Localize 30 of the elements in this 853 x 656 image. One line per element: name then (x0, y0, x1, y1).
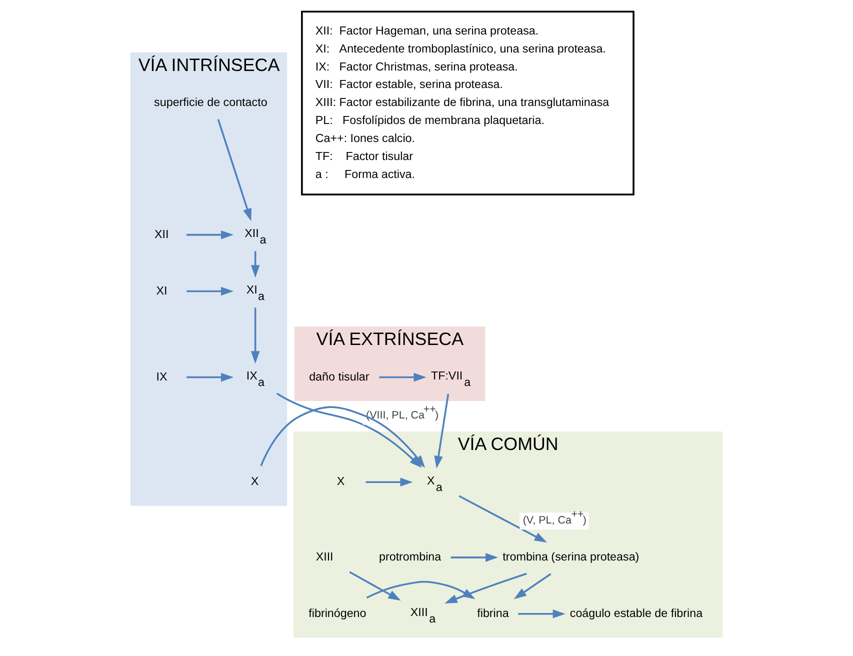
node-text: XII (154, 228, 169, 241)
arrow (518, 609, 566, 618)
node-text: fibrinógeno (308, 606, 366, 620)
node-text: X (250, 475, 259, 488)
node-text: IX (156, 370, 168, 384)
node-text: XIII (316, 550, 334, 564)
arrow (349, 571, 401, 601)
node-text: protrombina (379, 550, 442, 564)
arrow (434, 394, 450, 468)
node-text: daño tisular (309, 370, 370, 384)
node-text: X (336, 475, 345, 488)
arrow (366, 478, 413, 487)
arrow (366, 580, 476, 600)
arrow (186, 372, 234, 382)
arrow (250, 251, 260, 278)
arrow (379, 372, 426, 382)
arrow (250, 308, 260, 364)
node-text: XI (156, 284, 168, 298)
arrow (186, 286, 234, 296)
arrow (444, 572, 527, 604)
arrow (514, 573, 552, 600)
arrow (450, 553, 498, 562)
arrow (217, 119, 252, 222)
node-text: superficie de contacto (154, 96, 268, 110)
node-box: XII: Factor Hageman, una serina proteasa. XI: Antecedente tromboplastínico, una serina proteasa. IX: Factor Christmas, serina proteasa. VII: Factor estable, serina proteasa. XIII: Factor estabilizante de fibrina, una transglutaminasa PL: Fosfolípidos de membrana plaquetaria. Ca++: Iones calcio. TF: Factor tisular a : Forma activa. (301, 10, 634, 196)
node-text: fibrina (477, 606, 509, 620)
node-text: coágulo estable de fibrina (570, 606, 703, 620)
node-text: trombina (serina proteasa) (502, 550, 640, 564)
arrow (186, 230, 234, 240)
arrow (458, 495, 548, 543)
